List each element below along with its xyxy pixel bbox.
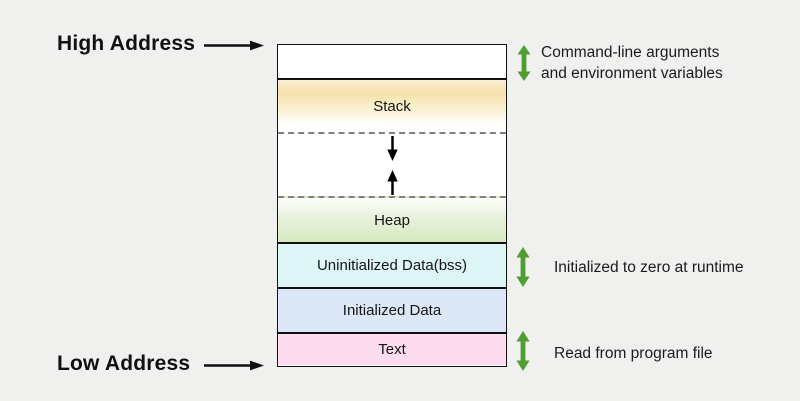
double-vertical-arrow-icon (516, 247, 530, 287)
segment-heap: Heap (278, 196, 506, 242)
text-annotation: Read from program file (554, 345, 713, 362)
segment-free-space (278, 132, 506, 196)
memory-map-box: Stack Heap Uninitialized Data(bss) Initi… (277, 44, 507, 367)
bss-annotation: Initialized to zero at runtime (554, 259, 744, 276)
segment-text: Text (278, 332, 506, 365)
down-arrow-icon (386, 136, 398, 161)
args-annotation-line2: and environment variables (541, 65, 723, 82)
text-segment-label: Text (378, 341, 406, 358)
high-address-label: High Address (57, 32, 196, 55)
double-vertical-arrow-icon (517, 45, 531, 81)
args-annotation-line1: Command-line arguments (541, 44, 720, 61)
up-arrow-icon (386, 170, 398, 195)
low-address-label: Low Address (57, 352, 191, 375)
heap-label: Heap (374, 211, 410, 229)
segment-args-env (278, 45, 506, 78)
right-arrow-icon (204, 40, 264, 51)
args-annotation: Command-line arguments and environment v… (541, 42, 723, 84)
segment-bss: Uninitialized Data(bss) (278, 242, 506, 287)
bss-label: Uninitialized Data(bss) (316, 257, 468, 274)
initialized-data-label: Initialized Data (342, 302, 442, 319)
double-vertical-arrow-icon (516, 331, 530, 371)
segment-initialized-data: Initialized Data (278, 287, 506, 332)
stack-label: Stack (373, 97, 411, 115)
segment-stack: Stack (278, 78, 506, 132)
right-arrow-icon (204, 360, 264, 371)
